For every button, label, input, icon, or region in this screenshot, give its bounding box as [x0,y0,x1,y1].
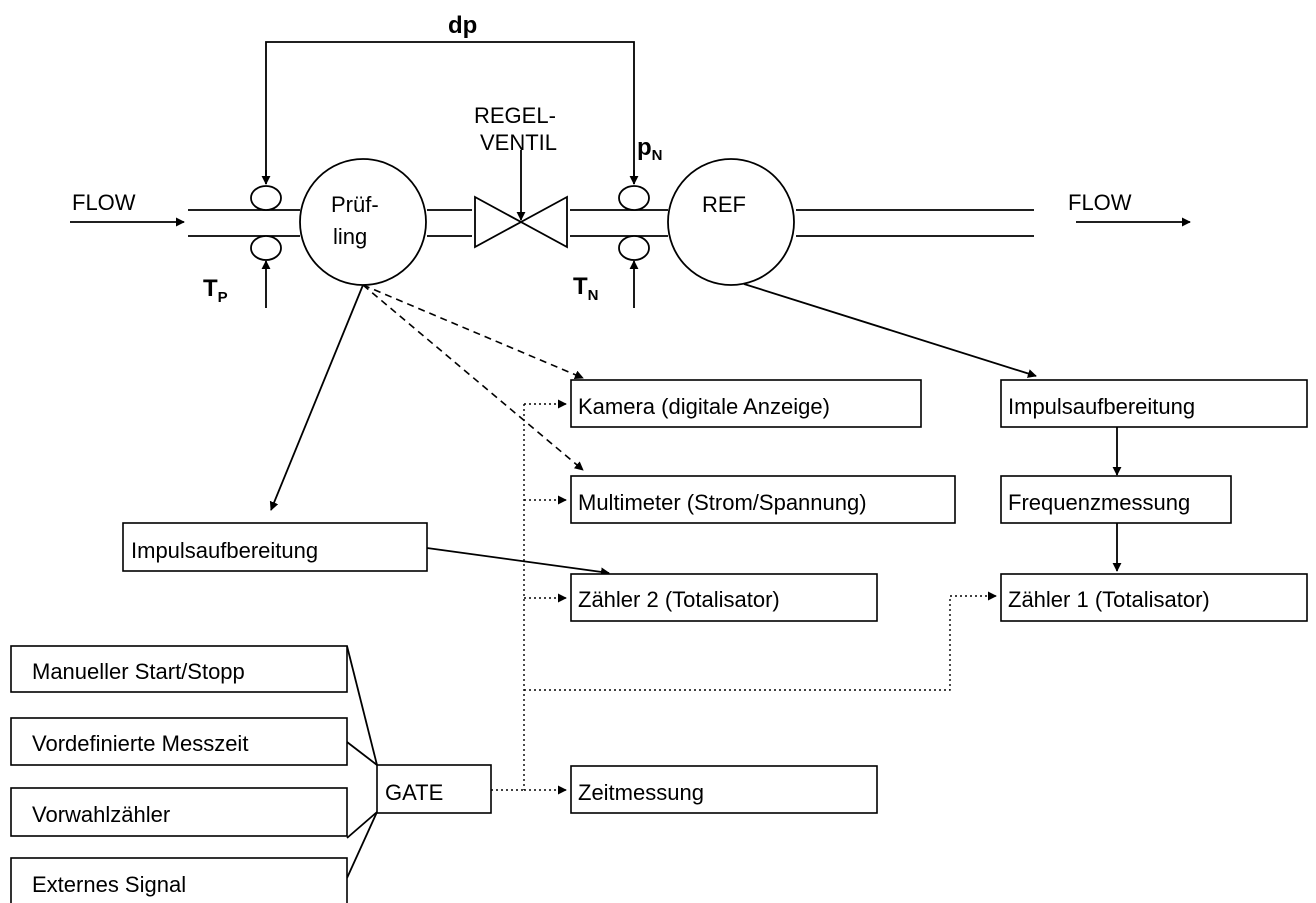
box-gate-label: GATE [385,780,443,805]
box-impuls-right-frame [1000,379,1308,428]
box-multimeter-frame [570,475,956,524]
box-manuell-label: Manueller Start/Stopp [32,659,245,684]
pruefling-to-kamera-line [362,284,584,379]
tp-label: TP [203,275,228,306]
box-extern: Externes Signal [10,857,348,903]
box-gate-frame [376,764,492,814]
pruefling-to-impuls-line [269,284,364,511]
pruefling-to-multimeter-line [362,284,584,471]
valve-label-1: REGEL- [474,103,556,128]
box-impuls-right-label: Impulsaufbereitung [1008,394,1195,419]
pn-label: pN [637,134,663,164]
ref-label: REF [702,192,746,217]
box-vorwahl: Vorwahlzähler [10,787,348,837]
manuell-to-gate-line [346,645,378,766]
box-impuls-left-frame [122,522,428,572]
box-zeitmessung-label: Zeitmessung [578,780,704,805]
pruefling-label-1: Prüf- [331,192,379,217]
messzeit-to-gate-line [346,741,378,766]
box-impuls-left-label: Impulsaufbereitung [131,538,318,563]
box-multimeter-label: Multimeter (Strom/Spannung) [578,490,867,515]
box-zaehler2-label: Zähler 2 (Totalisator) [578,587,780,612]
box-kamera: Kamera (digitale Anzeige) [570,379,922,428]
pressure-sensor-right [618,185,650,211]
box-impuls-right: Impulsaufbereitung [1000,379,1308,428]
box-frequenz-label: Frequenzmessung [1008,490,1190,515]
dp-connection-line [265,41,635,184]
box-zaehler1: Zähler 1 (Totalisator) [1000,573,1308,622]
impuls-to-zaehler2-line [426,547,610,577]
box-kamera-label: Kamera (digitale Anzeige) [578,394,830,419]
pruefling-circle [299,158,427,286]
vorwahl-to-gate-line [346,811,378,839]
box-messzeit: Vordefinierte Messzeit [10,717,348,766]
flow-out-label: FLOW [1068,190,1132,215]
temperature-sensor-right [618,235,650,261]
box-zeitmessung: Zeitmessung [570,765,878,814]
dp-label: dp [448,12,477,39]
ref-circle [667,158,795,286]
box-zaehler1-frame [1000,573,1308,622]
box-messzeit-frame [10,717,348,766]
box-multimeter: Multimeter (Strom/Spannung) [570,475,956,524]
box-extern-frame [10,857,348,903]
tn-label: TN [573,273,599,304]
valve-label-2: VENTIL [480,130,557,155]
box-kamera-frame [570,379,922,428]
box-extern-label: Externes Signal [32,872,186,897]
box-vorwahl-label: Vorwahlzähler [32,802,170,827]
box-manuell-frame [10,645,348,693]
box-zaehler2-frame [570,573,878,622]
box-frequenz: Frequenzmessung [1000,475,1232,524]
control-valve-icon [474,195,568,249]
box-impuls-left: Impulsaufbereitung [122,522,428,572]
box-zeitmessung-frame [570,765,878,814]
box-vorwahl-frame [10,787,348,837]
box-frequenz-frame [1000,475,1232,524]
pruefling-label-2: ling [333,224,367,249]
temperature-sensor-left [250,235,282,261]
flow-in-label: FLOW [72,190,136,215]
extern-to-gate-line [346,811,378,879]
pipe-system [188,209,1034,237]
gate-signal-bus [491,399,997,795]
pressure-sensor-left [250,185,282,211]
box-zaehler1-label: Zähler 1 (Totalisator) [1008,587,1210,612]
box-messzeit-label: Vordefinierte Messzeit [32,731,248,756]
ref-to-impuls-line [743,283,1037,378]
box-zaehler2: Zähler 2 (Totalisator) [570,573,878,622]
box-manuell: Manueller Start/Stopp [10,645,348,693]
box-gate: GATE [376,764,492,814]
